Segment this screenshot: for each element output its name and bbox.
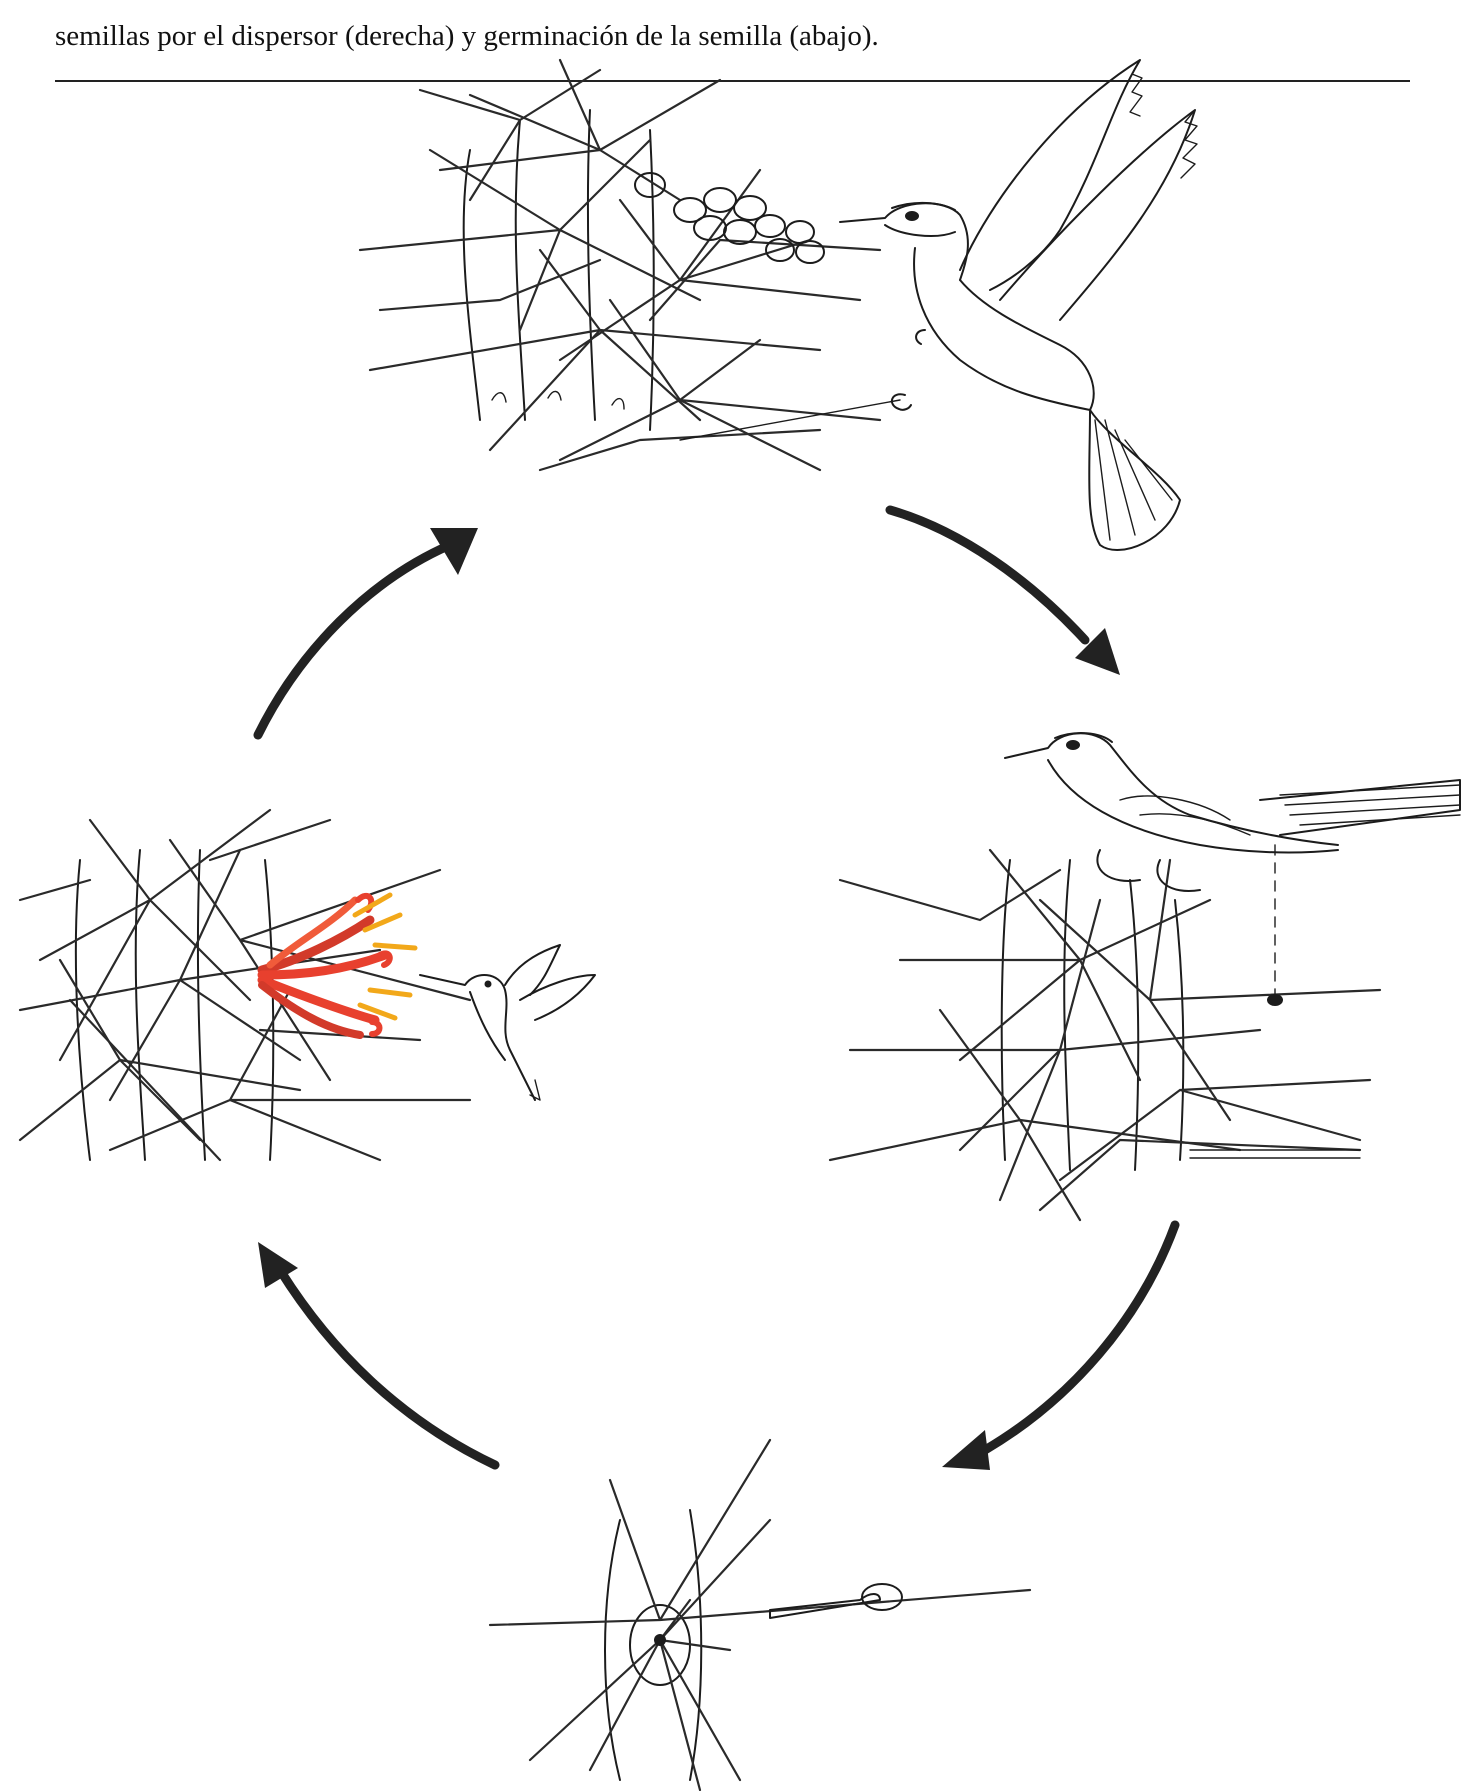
arrow-right-to-bottom-icon: [942, 1225, 1175, 1470]
germinating-seed-illustration: [490, 1440, 1030, 1790]
pollination-illustration: [20, 810, 595, 1160]
hovering-bird-illustration: [680, 60, 1197, 550]
red-flower-icon: [262, 895, 415, 1035]
arrow-bottom-to-left-icon: [258, 1242, 495, 1465]
falling-seed-icon: [1267, 994, 1283, 1006]
fruiting-cactus-illustration: [360, 60, 880, 470]
arrow-left-to-top-icon: [258, 528, 478, 735]
arrow-top-to-right-icon: [890, 510, 1120, 675]
cycle-arrows: [258, 510, 1175, 1470]
perched-bird-cactus-illustration: [830, 733, 1460, 1220]
